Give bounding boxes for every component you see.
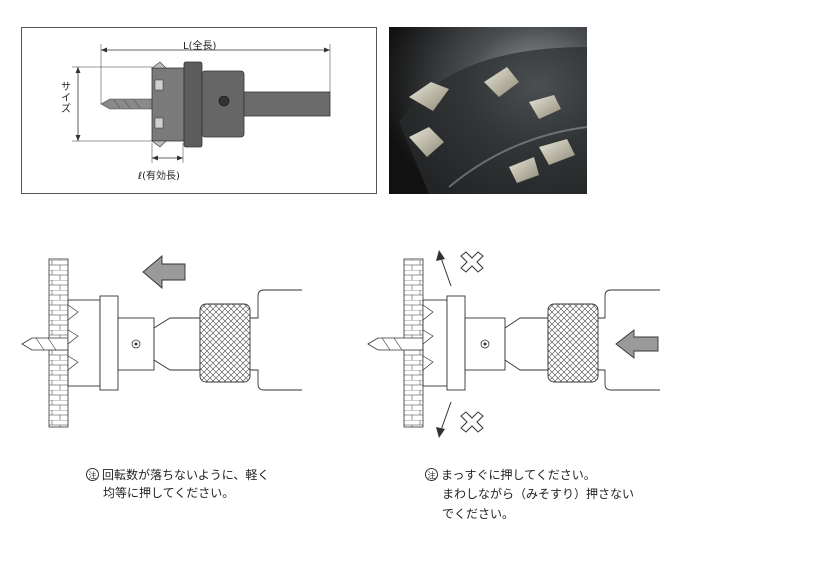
note-right: 注まっすぐに押してください。 [425, 466, 596, 484]
note-mark-icon: 注 [425, 468, 438, 481]
x-mark-icon [460, 251, 484, 273]
push-arrow-icon [142, 255, 186, 289]
tilt-down-arrow-icon [436, 401, 452, 438]
note-right-line1: まっすぐに押してください。 [441, 468, 596, 482]
note-left-line1: 回転数が落ちないように、軽く [102, 468, 270, 482]
x-mark-icon [460, 411, 484, 433]
cutter-teeth-photo [389, 27, 587, 194]
tilt-up-arrow-icon [436, 250, 452, 287]
note-right-line2: まわしながら（みそすり）押さない [442, 487, 635, 501]
effective-length-label: ℓ(有効長) [138, 171, 180, 182]
size-label: サイズ [61, 82, 71, 115]
push-arrow-icon [615, 329, 659, 359]
total-length-label: L(全長) [183, 41, 217, 52]
note-mark-icon: 注 [86, 468, 99, 481]
note-left: 注回転数が落ちないように、軽く [86, 466, 269, 484]
note-left-line2: 均等に押してください。 [103, 486, 235, 500]
note-right-line3: でください。 [442, 507, 515, 521]
